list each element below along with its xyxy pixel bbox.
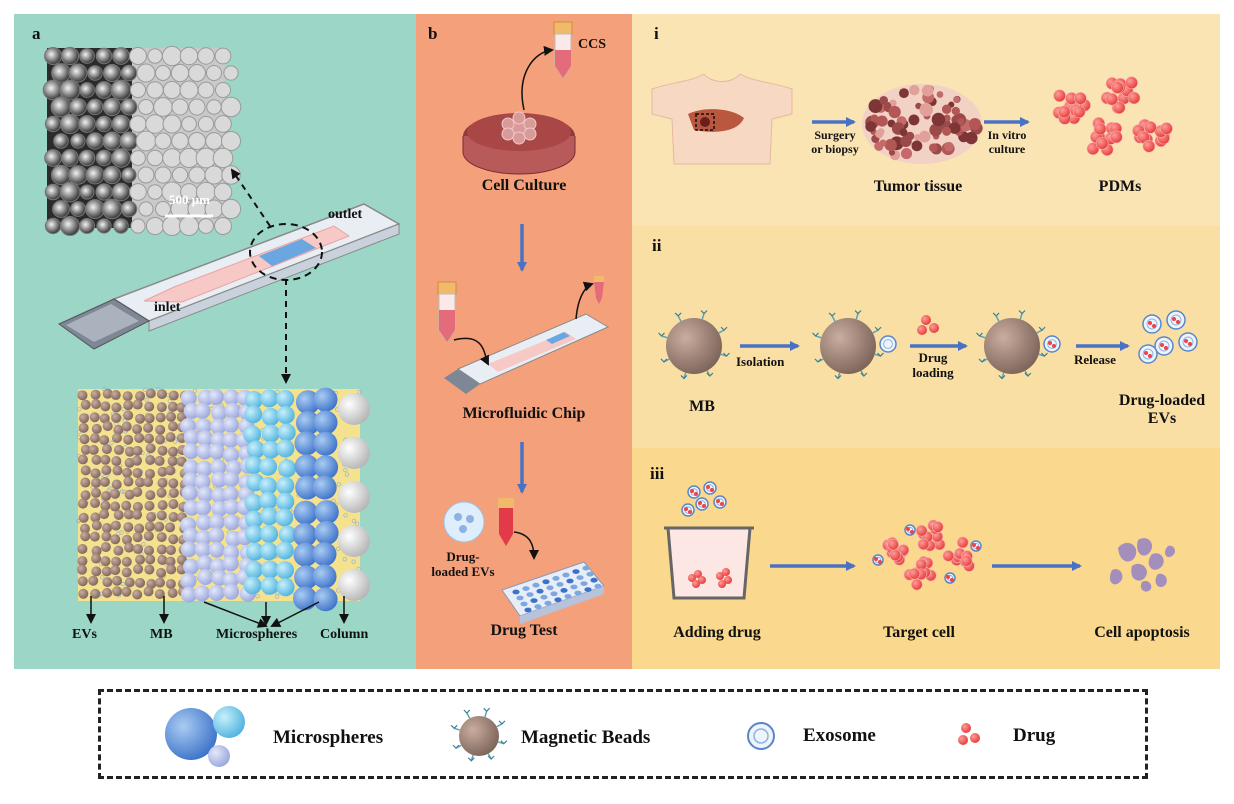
- human-torso-icon: [651, 73, 793, 165]
- drug-loading-line2: loading: [912, 365, 954, 380]
- pdm-icon: [1052, 76, 1173, 156]
- drug-tube-icon: [498, 498, 514, 546]
- panel-a: a 500 μm outlet inlet EVs MB Micr: [14, 14, 416, 669]
- ev-bubble-icon: [443, 501, 485, 543]
- legend-box: Microspheres Magnetic Beads Exosome Drug: [98, 689, 1148, 779]
- legend-drug-label: Drug: [1013, 725, 1056, 746]
- drug-test-label: Drug Test: [490, 622, 558, 639]
- target-cell-label: Target cell: [883, 624, 955, 641]
- pdms-label: PDMs: [1098, 178, 1142, 195]
- sample-tube-icon: [437, 281, 457, 343]
- micrograph-image: [42, 45, 242, 237]
- release-label: Release: [1074, 352, 1116, 367]
- tumor-tissue-icon: [862, 84, 983, 164]
- microspheres-legend-icon: [165, 706, 245, 767]
- panel-ii-graphics: [658, 310, 1198, 380]
- released-evs-icon: [1138, 310, 1198, 364]
- microfluidic-chip-label: Microfluidic Chip: [462, 405, 586, 422]
- mb-label-ii: MB: [689, 398, 715, 415]
- ccs-tube-icon: [553, 21, 573, 79]
- legend-microspheres-label: Microspheres: [273, 727, 384, 748]
- label-column: Column: [320, 627, 369, 642]
- ccs-label: CCS: [578, 37, 607, 52]
- invitro-line2: culture: [988, 142, 1026, 156]
- drug-loaded-evs-line1: Drug-loaded: [1118, 392, 1206, 409]
- surgery-line1: Surgery: [814, 128, 856, 142]
- column-schematic: [76, 386, 370, 612]
- label-arrows: [86, 596, 349, 628]
- panel-letter-a: a: [32, 24, 41, 43]
- panel-letter-b: b: [428, 24, 438, 43]
- panel-i: i Surgery or biopsy In vitro culture Tum…: [632, 14, 1220, 226]
- label-evs: EVs: [72, 627, 97, 642]
- panel-b: b: [416, 14, 632, 669]
- microfluidic-chip-a: [58, 203, 401, 350]
- invitro-label: In vitro culture: [974, 128, 1040, 156]
- inlet-label: inlet: [154, 300, 181, 315]
- outlet-label: outlet: [328, 207, 363, 222]
- cell-apoptosis-label: Cell apoptosis: [1094, 624, 1190, 641]
- panel-letter-iii: iii: [650, 464, 665, 483]
- surgery-line2: or biopsy: [811, 142, 859, 156]
- drug-loaded-evs-label-b: Drug-loaded EVs: [431, 549, 495, 579]
- drug-loaded-evs-line2: EVs: [1147, 410, 1177, 427]
- legend-icons: [165, 706, 980, 767]
- drug-dots-ii: [917, 315, 939, 335]
- magnetic-beads-legend-icon: [450, 707, 508, 762]
- legend-exosome-label: Exosome: [803, 725, 876, 746]
- target-cell-icon: [872, 519, 982, 591]
- adding-drug-label: Adding drug: [673, 624, 761, 641]
- transwell-icon: [664, 481, 754, 600]
- invitro-line1: In vitro: [987, 128, 1027, 142]
- drug-loading-label: Drug loading: [902, 350, 964, 380]
- exosome-legend-icon: [747, 722, 775, 750]
- drug-legend-icon: [958, 723, 980, 745]
- dashed-arrows: [230, 168, 291, 384]
- panel-iii-graphics: [664, 481, 1175, 600]
- outlet-tube-icon: [594, 276, 604, 304]
- label-microspheres: Microspheres: [216, 627, 298, 642]
- surgery-label: Surgery or biopsy: [800, 128, 870, 156]
- panel-letter-i: i: [654, 24, 659, 43]
- petri-dish-icon: [462, 111, 576, 175]
- legend-magnetic-beads-label: Magnetic Beads: [521, 727, 651, 748]
- panel-iii: iii Adding: [632, 448, 1220, 669]
- isolation-label: Isolation: [736, 354, 785, 369]
- drug-loaded-evs-label-ii: Drug-loaded EVs: [1102, 392, 1222, 428]
- scale-bar-label: 500 μm: [169, 192, 210, 207]
- well-plate-icon: [501, 561, 605, 624]
- panel-ii: ii Isolation Drug loading Release MB Dru…: [632, 226, 1220, 448]
- panel-letter-ii: ii: [652, 236, 662, 255]
- label-mb: MB: [150, 627, 173, 642]
- chip-icon-b: [444, 313, 610, 394]
- drug-loading-line1: Drug: [918, 350, 948, 365]
- panel-b-graphics: [437, 21, 610, 624]
- apoptosis-icon: [1109, 538, 1175, 592]
- tumor-tissue-label: Tumor tissue: [873, 178, 963, 195]
- cell-culture-label: Cell Culture: [481, 177, 567, 194]
- panel-i-graphics: [651, 73, 1173, 165]
